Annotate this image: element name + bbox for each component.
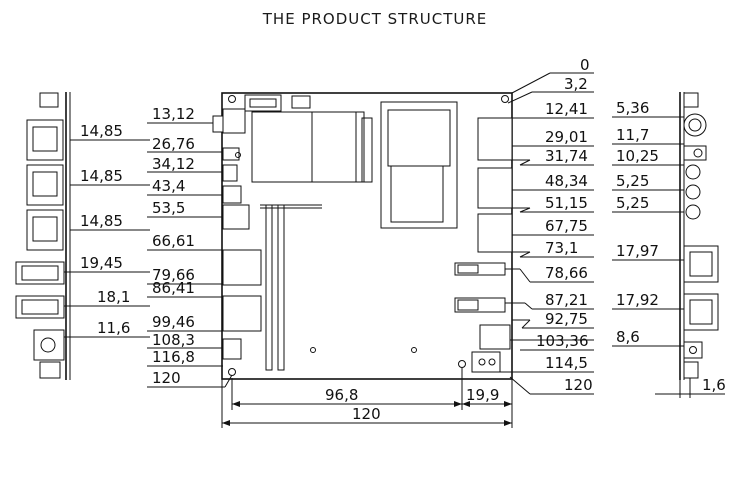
- left-side-label: 14,85: [80, 212, 123, 230]
- board-left-label: 79,66: [152, 266, 195, 284]
- board-left-label: 26,76: [152, 135, 195, 153]
- bottom-dim-label: 96,8: [325, 386, 358, 404]
- right-side-label: 5,25: [616, 172, 649, 190]
- board-left-label: 66,61: [152, 232, 195, 250]
- board-right-label: 87,21: [545, 291, 588, 309]
- board-right-label: 51,15: [545, 194, 588, 212]
- board-right-label: 3,2: [564, 75, 588, 93]
- board-left-label: 43,4: [152, 177, 185, 195]
- right-side-label: 17,92: [616, 291, 659, 309]
- right-side-label: 5,25: [616, 194, 649, 212]
- board-right-label: 12,41: [545, 100, 588, 118]
- bottom-dimensions: [221, 368, 513, 428]
- board-right-label: 48,34: [545, 172, 588, 190]
- mounting-hole-icon: [458, 360, 466, 368]
- right-side-label: 10,25: [616, 147, 659, 165]
- board-left-label: 120: [152, 369, 181, 387]
- mounting-hole-icon: [228, 95, 236, 103]
- right-side-label: 8,6: [616, 328, 640, 346]
- board-right-label: 78,66: [545, 264, 588, 282]
- right-side-label: 17,97: [616, 242, 659, 260]
- board-top-view: [212, 92, 513, 380]
- board-left-label: 13,12: [152, 105, 195, 123]
- page-title: THE PRODUCT STRUCTURE: [262, 10, 488, 28]
- board-left-label: 108,3: [152, 331, 195, 349]
- right-side-view: [612, 92, 725, 398]
- board-right-label: 120: [564, 376, 593, 394]
- mounting-hole-icon: [228, 368, 236, 376]
- board-right-label: 103,36: [536, 332, 589, 350]
- board-right-label: 73,1: [545, 239, 578, 257]
- board-right-label: 92,75: [545, 310, 588, 328]
- right-side-label: 11,7: [616, 126, 649, 144]
- board-left-label: 116,8: [152, 348, 195, 366]
- right-side-label: 1,6: [702, 376, 726, 394]
- board-left-label: 99,46: [152, 313, 195, 331]
- left-side-label: 18,1: [97, 288, 130, 306]
- bottom-dim-label: 19,9: [466, 386, 499, 404]
- right-side-label: 5,36: [616, 99, 649, 117]
- board-right-label: 0: [580, 56, 590, 74]
- board-right-label: 114,5: [545, 354, 588, 372]
- bottom-dim-label: 120: [352, 405, 381, 423]
- board-right-leaders: [500, 72, 594, 395]
- board-left-label: 86,41: [152, 279, 195, 297]
- left-side-view: [15, 92, 150, 380]
- board-left-label: 34,12: [152, 155, 195, 173]
- board-right-label: 29,01: [545, 128, 588, 146]
- board-right-label: 67,75: [545, 217, 588, 235]
- board-left-label: 53,5: [152, 199, 185, 217]
- board-right-label: 31,74: [545, 147, 588, 165]
- left-side-label: 14,85: [80, 122, 123, 140]
- left-side-label: 11,6: [97, 319, 130, 337]
- mounting-hole-icon: [501, 95, 509, 103]
- left-side-label: 14,85: [80, 167, 123, 185]
- left-side-label: 19,45: [80, 254, 123, 272]
- board-left-leaders: [147, 122, 233, 388]
